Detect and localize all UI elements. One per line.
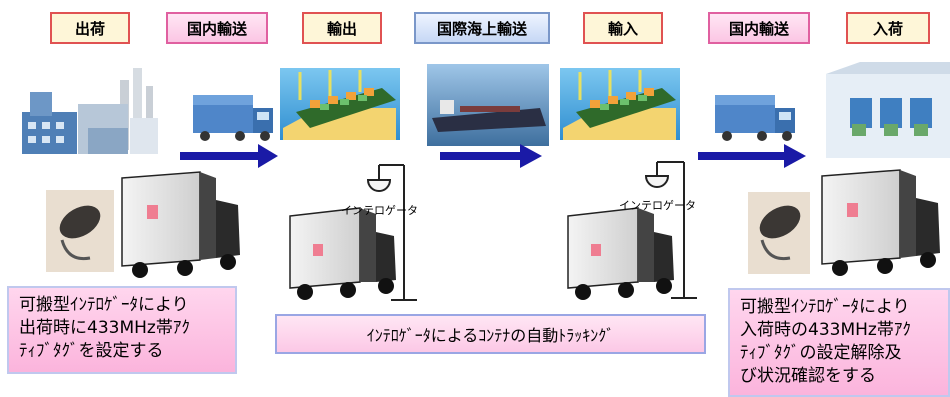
container-truck-icon-1	[121, 171, 240, 278]
stage-arrival: 入荷	[846, 12, 930, 44]
container-truck-icon-2	[289, 207, 396, 300]
interrogator-label-1: インテロゲータ	[341, 204, 418, 217]
ship-icon	[427, 64, 549, 146]
flow-arrow-2	[440, 144, 542, 168]
port-icon-export	[280, 68, 400, 140]
flow-arrow-3	[698, 144, 806, 168]
note-arrival: 可搬型ｲﾝﾃﾛｹﾞｰﾀにより 入荷時の433MHz帯ｱｸ ﾃｨﾌﾞﾀｸﾞの設定解…	[728, 288, 950, 397]
stage-export: 輸出	[302, 12, 382, 44]
stage-shipping: 出荷	[50, 12, 130, 44]
stage-import: 輸入	[583, 12, 663, 44]
warehouse-icon	[826, 62, 950, 158]
handheld-interrogator-icon-1	[46, 190, 114, 272]
flow-arrow-1	[180, 144, 278, 168]
stage-domestic-transport-2: 国内輸送	[708, 12, 810, 44]
interrogator-label-2: インテロゲータ	[619, 199, 696, 212]
note-shipping: 可搬型ｲﾝﾃﾛｹﾞｰﾀにより 出荷時に433MHz帯ｱｸ ﾃｨﾌﾞﾀｸﾞを設定す…	[7, 286, 237, 374]
handheld-interrogator-icon-2	[748, 192, 810, 274]
container-truck-icon-3	[567, 207, 674, 300]
stage-domestic-transport-1: 国内輸送	[166, 12, 268, 44]
interrogator-pole-icon-2	[644, 161, 697, 299]
truck-icon-2	[715, 95, 795, 141]
factory-icon	[22, 68, 158, 154]
truck-icon-1	[193, 95, 273, 141]
interrogator-pole-icon-1	[366, 164, 417, 301]
note-auto-tracking: ｲﾝﾃﾛｹﾞｰﾀによるｺﾝﾃﾅの自動ﾄﾗｯｷﾝｸﾞ	[275, 314, 706, 354]
port-icon-import	[560, 68, 680, 140]
stage-ocean-transport: 国際海上輸送	[414, 12, 550, 44]
container-truck-icon-4	[821, 169, 940, 276]
